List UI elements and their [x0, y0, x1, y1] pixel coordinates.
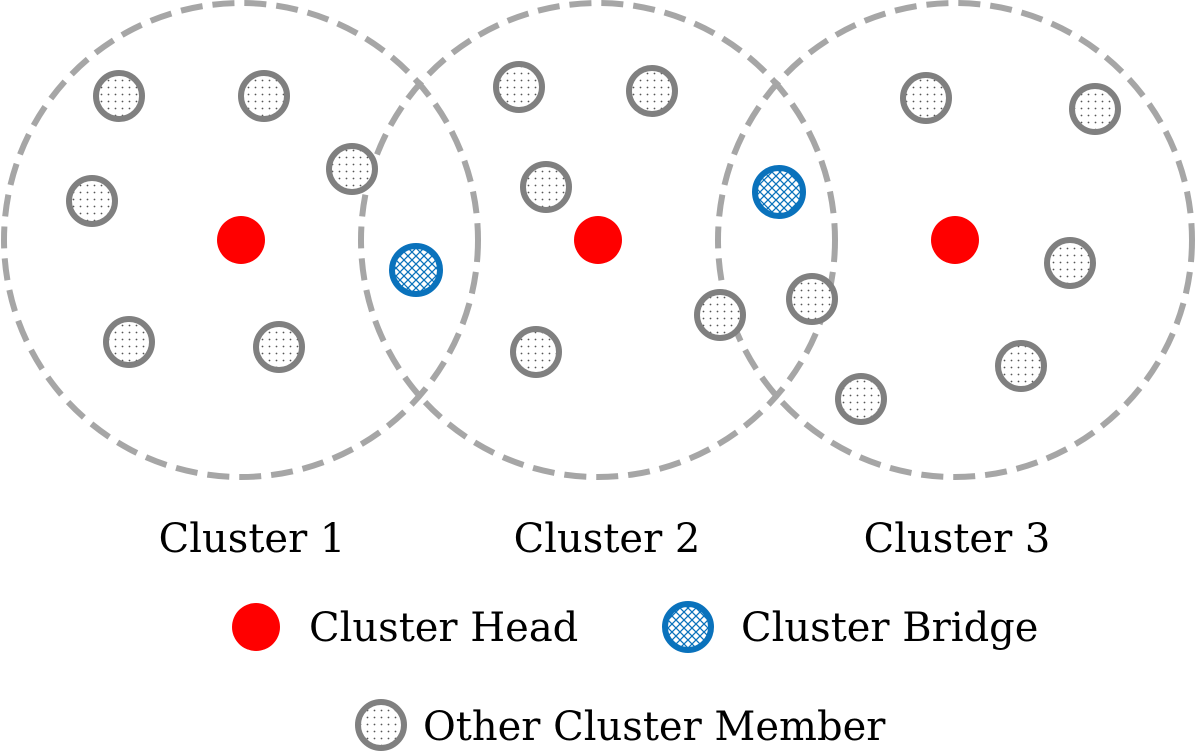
legend-member-label: Other Cluster Member [423, 704, 886, 750]
cluster-boundaries [1, 0, 1195, 480]
cluster-2-boundary [358, 0, 838, 480]
member-node [626, 65, 678, 117]
member-node [520, 161, 572, 213]
member-node [900, 72, 952, 124]
member-node [786, 273, 838, 325]
member-node [510, 326, 562, 378]
cluster-3-boundary [715, 0, 1195, 480]
cluster-members [66, 61, 1121, 425]
cluster-2-head [574, 216, 622, 264]
cluster-2-label: Cluster 2 [514, 516, 701, 562]
bridge-node-1-2 [389, 243, 443, 297]
legend-bridge-label: Cluster Bridge [741, 605, 1038, 651]
member-node [1069, 83, 1121, 135]
legend-head-label: Cluster Head [309, 605, 578, 651]
member-node [93, 70, 145, 122]
member-node [1044, 237, 1096, 289]
cluster-3-label: Cluster 3 [864, 516, 1051, 562]
member-node [694, 289, 746, 341]
member-node [103, 316, 155, 368]
member-node [835, 373, 887, 425]
member-node [253, 321, 305, 373]
legend: Cluster Head Cluster Bridge Other Cluste… [232, 601, 1038, 751]
bridge-node-2-3 [752, 165, 806, 219]
cluster-1-boundary [1, 0, 481, 480]
legend-bridge-icon [662, 601, 714, 653]
member-node [238, 70, 290, 122]
cluster-bridges [389, 165, 806, 297]
legend-head-icon [232, 603, 280, 651]
cluster-1-label: Cluster 1 [159, 516, 346, 562]
cluster-3-head [931, 216, 979, 264]
member-node [995, 340, 1047, 392]
cluster-1-head [217, 216, 265, 264]
cluster-heads [217, 216, 979, 264]
legend-member-icon [355, 699, 407, 751]
member-node [66, 175, 118, 227]
member-node [326, 143, 378, 195]
member-node [493, 61, 545, 113]
